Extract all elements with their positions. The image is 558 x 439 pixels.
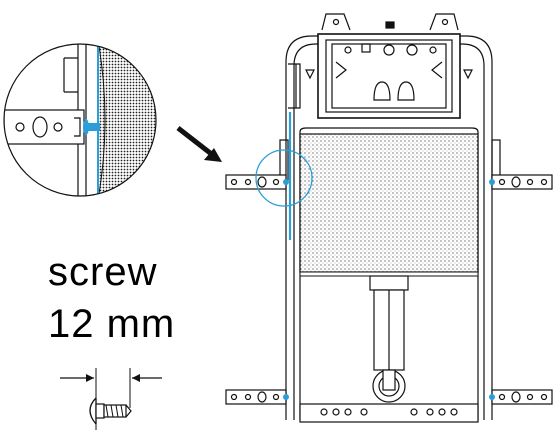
detail-callout-circle [255, 149, 313, 207]
detail-circle [3, 43, 157, 197]
frame-feet [299, 403, 479, 423]
bracket-bottom-right [491, 389, 553, 405]
screw-length-label: 12 mm [48, 302, 175, 346]
installation-frame [279, 13, 501, 420]
bracket-bottom-left [225, 389, 287, 405]
cistern-body [299, 133, 479, 273]
screw-icon [60, 368, 162, 430]
bracket-top-right [491, 174, 553, 190]
screw-label: screw [48, 250, 157, 294]
screw-highlights [283, 179, 495, 400]
drain-pipe [369, 275, 409, 403]
pointer-arrow-icon [176, 126, 222, 162]
